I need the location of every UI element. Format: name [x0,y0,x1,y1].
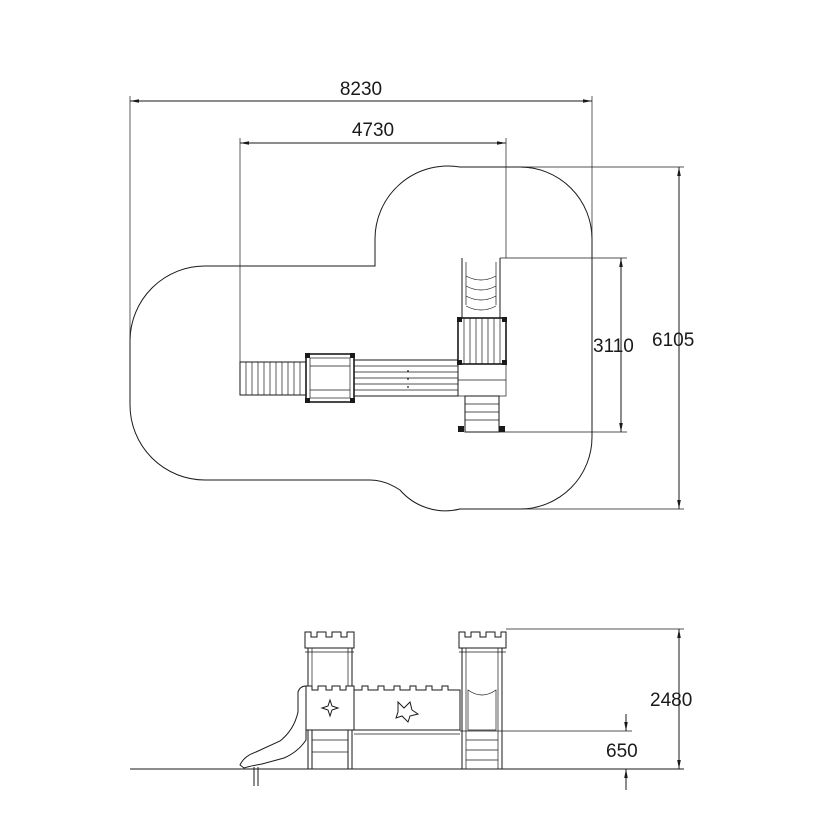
ladder-plan [458,395,505,433]
overall-height-label: 2480 [650,690,692,711]
platform-height-label: 650 [606,741,638,762]
plan-view: 8230 4730 6105 3110 [129,79,694,512]
slide-plan [239,361,307,396]
left-tower-plan [305,353,355,403]
right-tower-elevation [458,631,507,769]
right-tower-plan [457,317,507,397]
left-tower-elevation [304,631,355,769]
dimension-overall-height: 2480 [506,628,692,769]
dimension-platform-height: 650 [460,714,638,790]
slide-elevation [239,685,307,786]
overall-width-label: 8230 [340,79,382,100]
structure-depth-label: 3110 [593,336,634,357]
dimension-overall-depth: 6105 [460,166,694,510]
bridge-plan [353,359,459,397]
dragon-emblem [395,700,420,723]
structure-width-label: 4730 [352,120,394,141]
dimension-structure-width: 4730 [239,120,507,362]
climbing-wall-plan [461,258,501,318]
bridge-elevation [353,685,461,735]
safety-zone-outline [129,165,593,512]
elevation-view: 2480 650 [130,628,692,790]
star-emblem [320,698,340,718]
dimension-structure-depth: 3110 [499,257,634,433]
dimension-overall-width: 8230 [129,79,593,345]
overall-depth-label: 6105 [652,330,694,351]
